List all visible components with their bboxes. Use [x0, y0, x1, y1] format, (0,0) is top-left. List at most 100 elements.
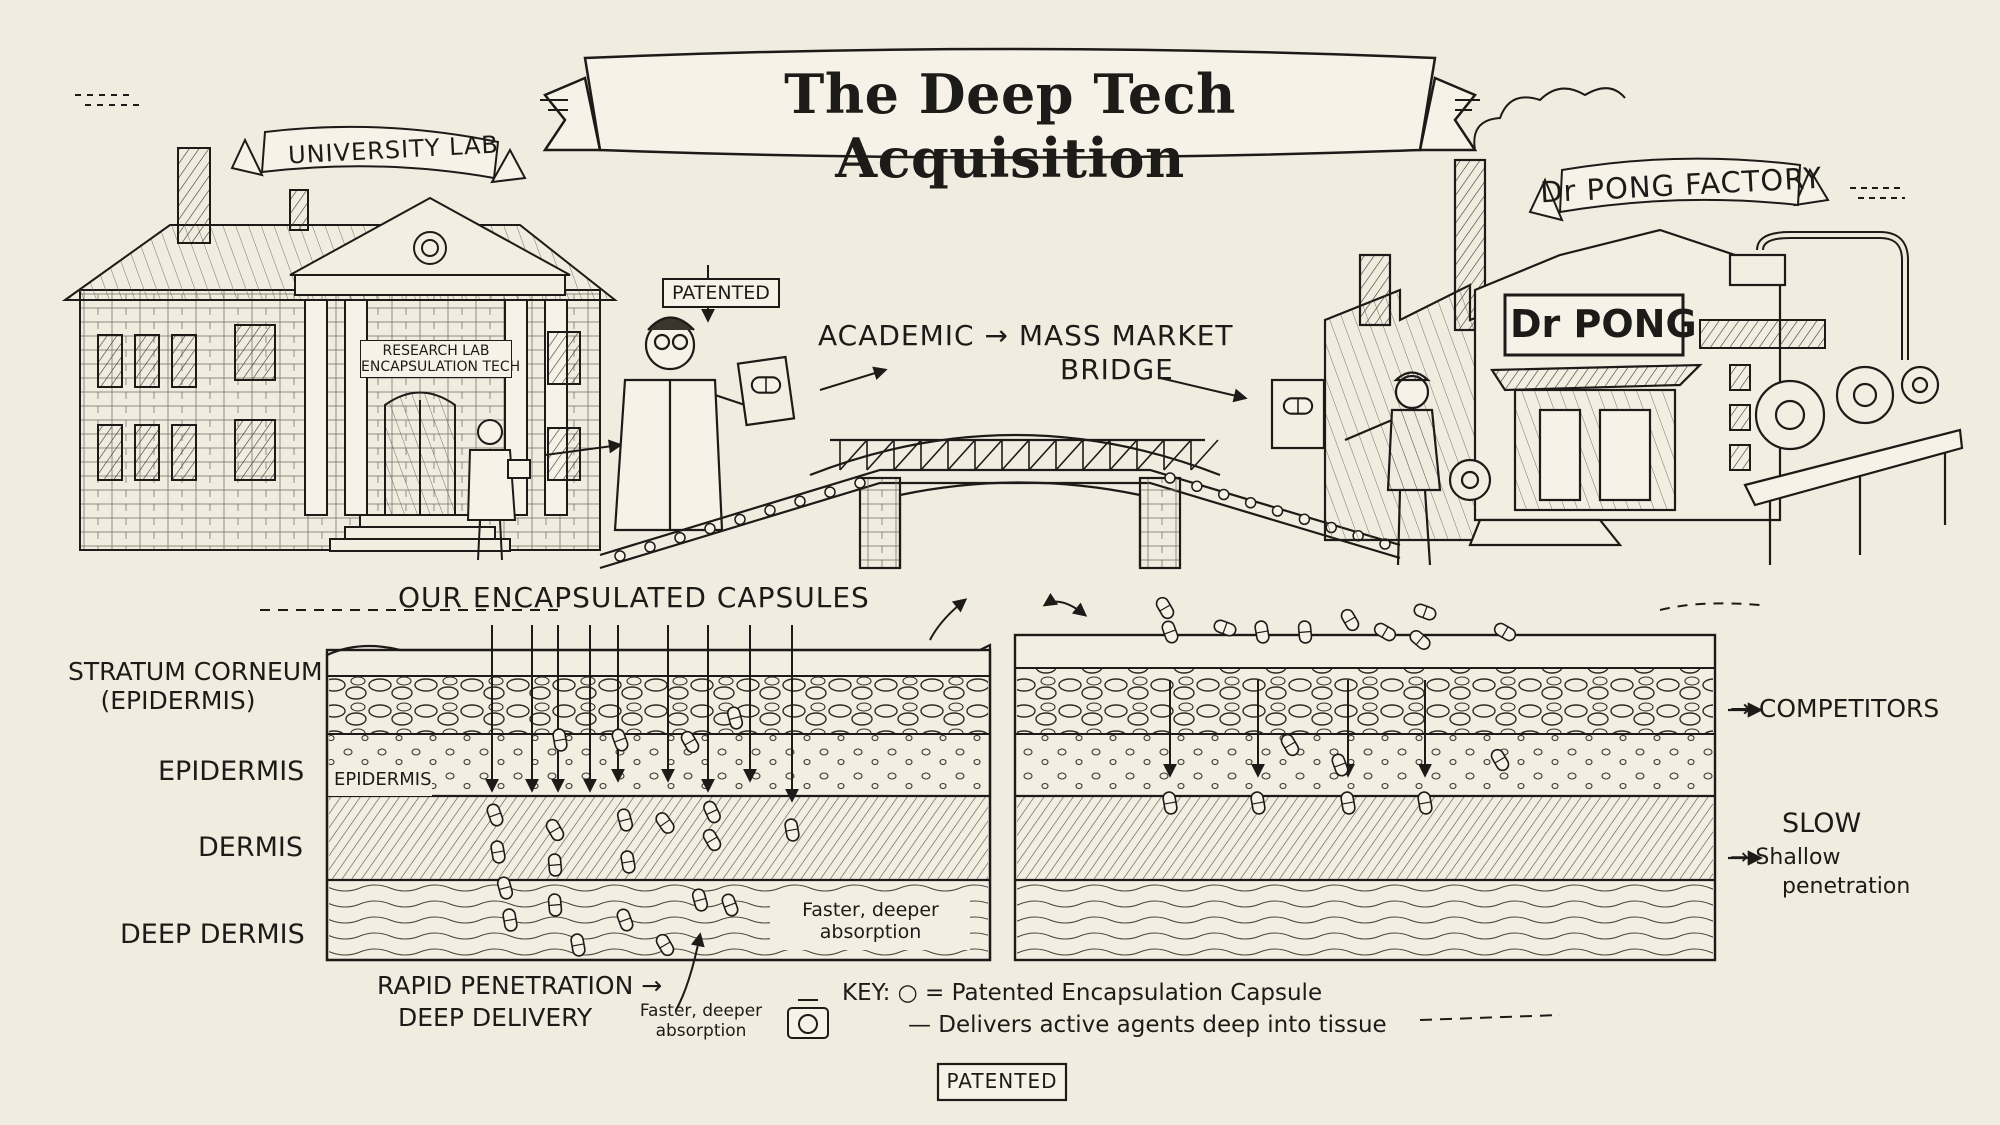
capsule	[1280, 733, 1300, 757]
truss-strut	[974, 439, 1003, 471]
scientist-figure	[613, 316, 796, 532]
truss-strut	[1028, 439, 1057, 471]
capsule	[1340, 608, 1360, 632]
capsule	[1254, 620, 1270, 644]
university-building	[61, 147, 618, 552]
university-windows	[97, 324, 581, 481]
capsule	[680, 730, 700, 754]
bridge-truss	[839, 439, 1219, 471]
layer-label-stratum-line1: STRATUM CORNEUM	[68, 657, 323, 686]
patented-tag-top: PATENTED	[662, 278, 780, 308]
capsule	[547, 893, 563, 917]
conveyor-roller	[1191, 480, 1203, 492]
factory-conveyor	[1743, 428, 1964, 565]
conveyor-roller	[764, 504, 776, 517]
small-absorption-note-line2: absorption	[655, 1020, 747, 1041]
conveyor-rollers	[614, 472, 1391, 562]
inner-epidermis-label: EPIDERMIS	[334, 769, 432, 790]
capsule	[1213, 619, 1237, 637]
absorption-note-line2: absorption	[819, 920, 922, 943]
truss-strut	[947, 439, 976, 471]
layer-label-epidermis: EPIDERMIS	[158, 756, 305, 787]
research-lab-sign-line1: RESEARCH LAB	[382, 343, 490, 359]
conveyor-roller	[644, 541, 656, 553]
conveyor-roller	[794, 495, 806, 507]
capsule	[1373, 622, 1397, 642]
conveyor-roller	[1298, 513, 1311, 525]
capsule	[1250, 791, 1266, 815]
bridge	[599, 433, 1401, 570]
smoke	[1473, 87, 1626, 151]
conveyor-roller	[1244, 497, 1257, 509]
skin-panel-right	[1013, 633, 1717, 962]
truss-strut	[1109, 439, 1138, 471]
factory-gears	[1448, 365, 1940, 502]
capsule	[702, 828, 722, 852]
truss-strut	[1163, 439, 1192, 471]
capsule	[547, 853, 563, 877]
deep-delivery-label: DEEP DELIVERY	[398, 1003, 593, 1032]
absorption-note-line1: Faster, deeper	[802, 899, 939, 921]
bridge-label-line1: ACADEMIC → MASS MARKET	[818, 319, 1234, 352]
factory-building	[1323, 158, 1909, 547]
page-title: The Deep Tech Acquisition	[784, 62, 1236, 190]
capsule	[502, 908, 518, 932]
truss-strut	[866, 439, 895, 471]
truss-strut	[1082, 439, 1111, 471]
capsule	[545, 818, 565, 842]
layer-label-deep-dermis: DEEP DERMIS	[120, 919, 305, 950]
dr-pong-sign: Dr PONG	[1510, 302, 1697, 346]
conveyor-roller	[674, 532, 686, 544]
capsule	[784, 818, 800, 842]
truss-strut	[1136, 439, 1165, 471]
capsule	[1490, 748, 1510, 772]
capsule	[1409, 629, 1431, 651]
layer-label-stratum-line2: (EPIDERMIS)	[100, 685, 256, 715]
bridge-label-line2: BRIDGE	[1060, 353, 1174, 386]
capsule	[1340, 791, 1356, 815]
capsule	[1417, 791, 1433, 815]
conveyor-roller	[614, 550, 626, 562]
capsule	[490, 840, 506, 864]
capsule	[1331, 753, 1349, 777]
conveyor-roller	[824, 486, 836, 498]
conveyor-roller	[734, 513, 746, 526]
penetration-arrows-right	[1163, 680, 1432, 778]
capsule	[1161, 620, 1179, 644]
truss-strut	[1001, 439, 1030, 471]
key-line1: KEY: ○ = Patented Encapsulation Capsule	[842, 980, 1323, 1006]
capsule	[611, 728, 629, 752]
small-scientist-figure	[466, 419, 531, 561]
scale-icon	[787, 999, 829, 1039]
capsule	[691, 888, 709, 912]
capsule	[616, 908, 634, 932]
conveyor-roller	[1218, 488, 1230, 501]
truss-strut	[920, 439, 949, 471]
university-banner	[230, 125, 527, 184]
capsule	[496, 876, 514, 900]
capsule	[552, 728, 568, 752]
absorption-note: Faster, deeper absorption	[778, 899, 963, 944]
capsule	[486, 803, 504, 827]
truss-strut	[1190, 439, 1219, 471]
capsule	[1162, 791, 1178, 815]
factory-windows	[1699, 319, 1826, 471]
capsule	[655, 933, 675, 957]
small-absorption-note-line1: Faster, deeper	[639, 1001, 763, 1021]
conveyor-roller	[854, 477, 866, 489]
conveyor-roller	[1164, 472, 1176, 484]
slow-label: SLOW	[1782, 808, 1862, 839]
capsule	[1413, 603, 1437, 621]
capsules-right	[1155, 596, 1517, 815]
capsules-heading: OUR ENCAPSULATED CAPSULES	[398, 581, 870, 614]
layer-label-dermis: DERMIS	[198, 832, 304, 863]
capsule	[703, 800, 721, 824]
capsule	[1493, 622, 1517, 642]
capsule	[1297, 620, 1313, 644]
capsule	[620, 850, 636, 874]
factory-banner	[1528, 157, 1830, 222]
small-absorption-note: Faster, deeper absorption	[636, 1001, 766, 1041]
capsules-left	[486, 706, 800, 957]
patented-bottom-box	[936, 1062, 1068, 1102]
